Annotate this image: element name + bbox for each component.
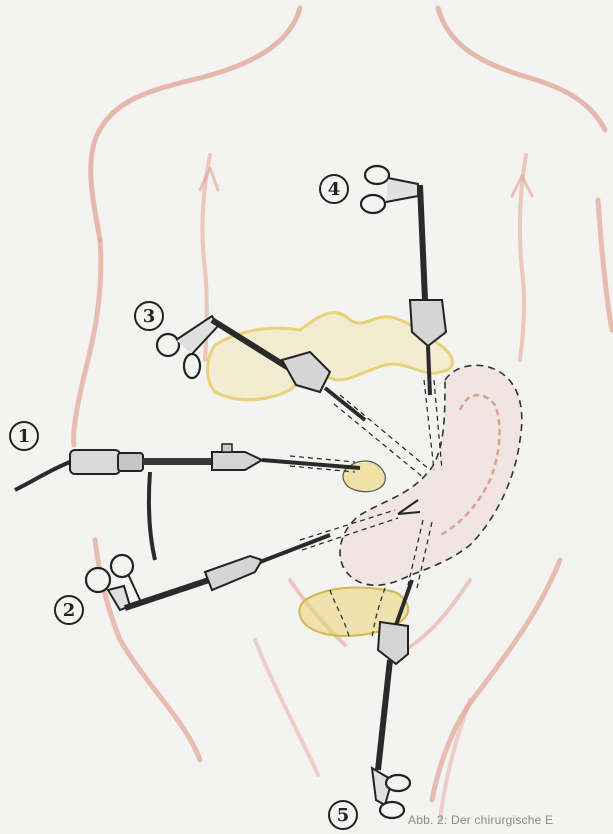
instrument4-shaft xyxy=(420,185,425,300)
groin-right-line xyxy=(405,580,470,650)
trocar-sleeve-icon xyxy=(205,556,262,590)
marker-4: 4 xyxy=(320,175,348,203)
marker-3-label: 3 xyxy=(143,306,156,327)
trocar-sleeve-icon xyxy=(378,622,408,664)
scissors-grip-icon xyxy=(380,802,404,818)
scissors-grip-icon xyxy=(361,195,385,213)
laparoscope-shaft xyxy=(143,458,213,465)
left-arm-arrow xyxy=(200,168,218,190)
marker-1: 1 xyxy=(10,422,38,450)
instrument4-handle xyxy=(386,178,418,202)
camera-head xyxy=(70,450,120,474)
marker-4-label: 4 xyxy=(328,179,341,200)
scissors-grip-icon xyxy=(86,568,110,592)
right-flank-line xyxy=(598,200,612,330)
right-shoulder-line xyxy=(438,8,605,130)
scissors-grip-icon xyxy=(157,334,179,356)
left-flank-line xyxy=(74,240,101,445)
instrument5-shaft xyxy=(378,660,390,770)
scissors-grip-icon xyxy=(365,166,389,184)
camera-coupler xyxy=(118,453,143,471)
torso-outline xyxy=(74,8,612,820)
grasper-shaft xyxy=(125,578,215,608)
marker-2: 2 xyxy=(55,596,83,624)
scissors-grip-icon xyxy=(184,354,200,378)
left-hip-line xyxy=(95,540,200,760)
camera-cable-icon xyxy=(149,472,155,560)
marker-1-label: 1 xyxy=(18,426,31,447)
left-thigh-line xyxy=(255,640,318,775)
camera-cable-icon xyxy=(15,462,70,490)
left-shoulder-line xyxy=(91,8,300,240)
marker-5-label: 5 xyxy=(337,805,350,826)
right-arm-inner-line xyxy=(520,155,526,360)
marker-2-label: 2 xyxy=(63,600,76,621)
grasper-inner-shaft xyxy=(260,535,330,562)
figure-caption: Abb. 2: Der chirurgische E xyxy=(408,813,553,827)
instrument3-inner-shaft xyxy=(325,388,365,420)
trocar-sleeve-icon xyxy=(212,452,262,470)
marker-5: 5 xyxy=(329,801,357,829)
instrument4-inner-shaft xyxy=(428,346,430,395)
scissors-grip-icon xyxy=(386,775,410,791)
marker-3: 3 xyxy=(135,302,163,330)
scissors-grip-icon xyxy=(111,555,133,577)
trocar-valve xyxy=(222,444,232,452)
